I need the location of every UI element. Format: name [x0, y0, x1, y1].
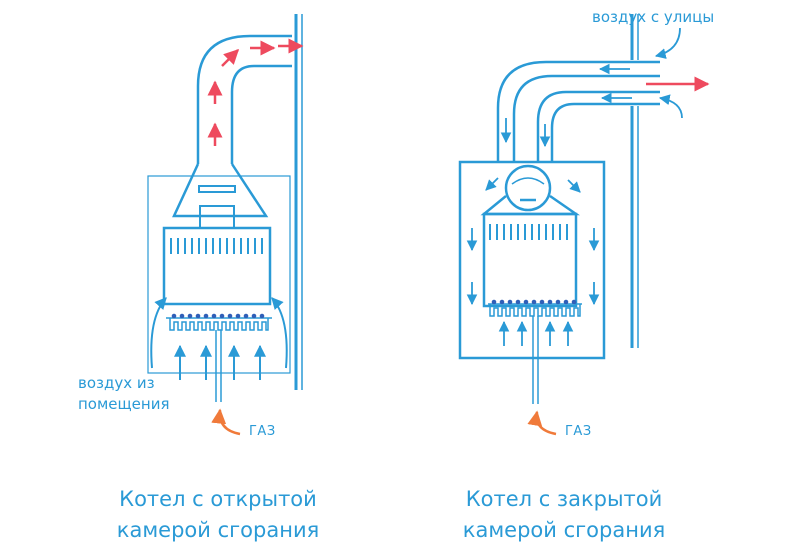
outer-casing-left [147, 175, 291, 374]
caption-closed-line2: камерой сгорания [462, 518, 666, 542]
chimney-duct-left [196, 34, 292, 164]
gas-arrow-right [527, 410, 557, 436]
caption-open-line1: Котел с открытой [119, 487, 317, 511]
gas-arrow-left [211, 408, 241, 436]
heat-exchanger-fins-right [489, 224, 568, 240]
intake-arrow-diag-1 [485, 177, 499, 191]
street-air-curve-top [654, 27, 681, 59]
exchanger-hood [480, 194, 581, 216]
heat-exchanger-right [482, 212, 578, 308]
draft-hood-slot [198, 185, 236, 193]
chimney-duct-left-inner [230, 64, 292, 164]
intake-arrow-diag-2 [567, 179, 581, 193]
caption-open-chamber: Котел с открытой камерой сгорания [58, 484, 378, 546]
intake-air-arrows [466, 27, 683, 346]
caption-closed-line1: Котел с закрытой [465, 487, 663, 511]
coaxial-duct-inner-1 [512, 74, 660, 162]
flames-left [171, 313, 265, 319]
sealed-casing [458, 160, 606, 360]
room-air-curve-left [150, 297, 167, 369]
room-air-curve-right [271, 297, 288, 369]
gas-label-left: ГАЗ [249, 424, 276, 439]
closed-chamber-boiler [458, 14, 660, 404]
flames-right [491, 299, 577, 305]
room-air-label-line1: воздух из [78, 374, 155, 392]
street-air-curve-bottom [658, 94, 683, 119]
fan-blade-arc [511, 177, 545, 185]
room-air-label: воздух из помещения [78, 373, 169, 415]
caption-closed-chamber: Котел с закрытой камерой сгорания [404, 484, 724, 546]
draft-hood [172, 163, 269, 218]
caption-open-line2: камерой сгорания [116, 518, 320, 542]
burner-right [489, 304, 581, 317]
exhaust-arrows-left [207, 38, 304, 146]
street-air-label: воздух с улицы [592, 8, 715, 26]
room-air-label-line2: помещения [78, 395, 170, 413]
coaxial-duct-outer [496, 60, 660, 162]
coaxial-duct-inner-3 [550, 102, 660, 162]
open-chamber-boiler [147, 14, 303, 402]
heat-exchanger-left [162, 226, 272, 306]
gas-label-right: ГАЗ [565, 424, 592, 439]
burner-left [169, 318, 269, 331]
fan [504, 164, 552, 212]
heat-exchanger-fins-left [170, 238, 263, 254]
exhaust-arrow-3 [221, 48, 240, 67]
coaxial-duct-inner-2 [536, 90, 660, 162]
